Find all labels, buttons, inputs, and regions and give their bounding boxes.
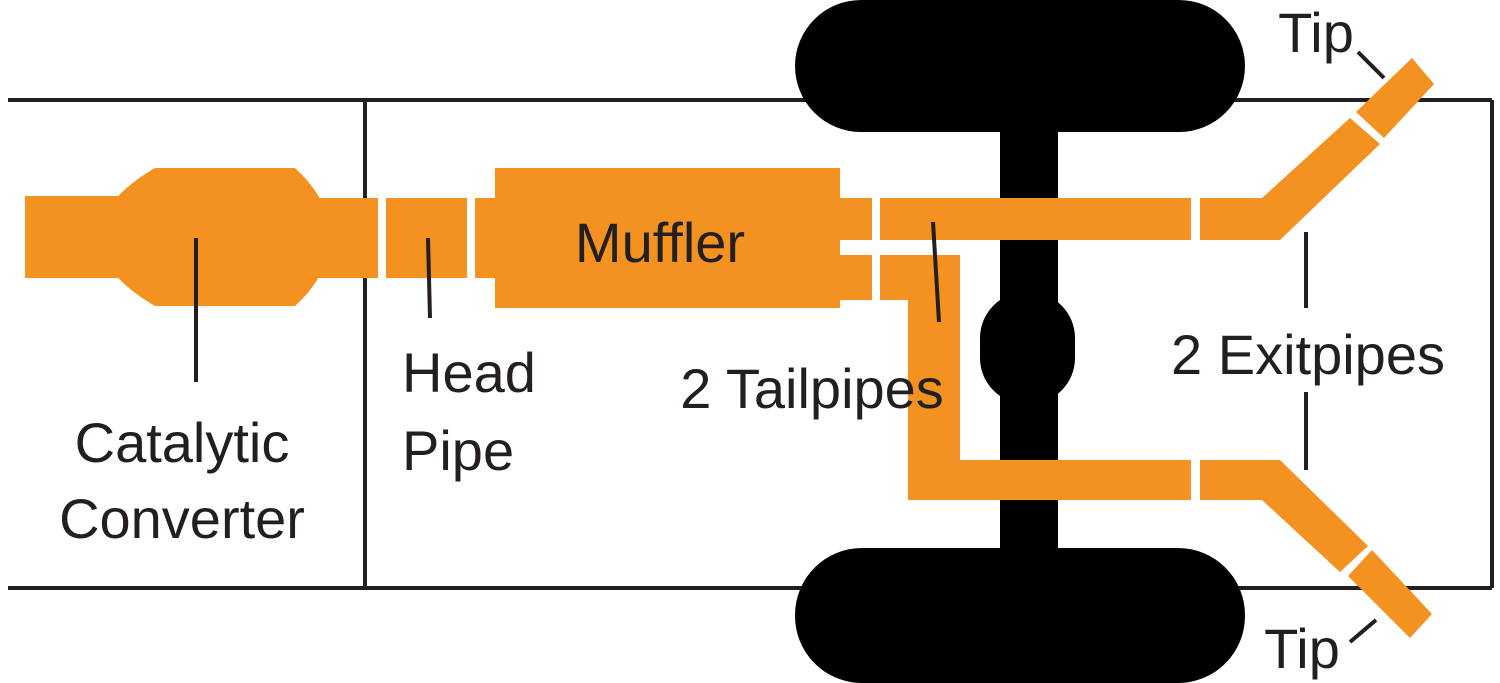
head-pipe-label-line2: Pipe	[402, 419, 514, 482]
tip-bottom-leader	[1348, 618, 1378, 644]
tip-top-leader	[1356, 50, 1386, 80]
muffler-label: Muffler	[575, 211, 745, 274]
catalytic-label-line1: Catalytic	[75, 411, 290, 474]
head-pipe-leader	[426, 237, 432, 319]
exitpipes-label: 2 Exitpipes	[1171, 323, 1445, 386]
muffler-outlet-lower	[835, 255, 872, 300]
catalytic-label-line2: Converter	[59, 487, 305, 550]
tip-bottom-label: Tip	[1264, 617, 1340, 680]
lower-exitpipe	[1200, 460, 1368, 572]
muffler-outlet-upper	[835, 198, 872, 240]
lower-tip	[1348, 550, 1432, 638]
differential	[980, 292, 1075, 404]
muffler-body	[495, 168, 840, 308]
bottom-wheel	[795, 548, 1245, 683]
head-pipe	[386, 198, 467, 278]
head-pipe-label-line1: Head	[402, 341, 536, 404]
leader-lines	[194, 50, 1386, 644]
upper-exitpipe	[1200, 118, 1380, 240]
converter-outlet-pipe	[300, 198, 378, 278]
tip-top-label: Tip	[1278, 1, 1354, 64]
top-wheel	[795, 0, 1245, 132]
vehicle-frame	[8, 98, 1494, 590]
upper-tailpipe	[880, 198, 1191, 240]
upper-tip	[1356, 58, 1434, 138]
tailpipes-leader	[931, 221, 941, 323]
labels: Catalytic Converter Head Pipe Muffler 2 …	[59, 1, 1445, 680]
tailpipes-label: 2 Tailpipes	[680, 357, 944, 420]
catalytic-converter-body	[100, 168, 330, 306]
